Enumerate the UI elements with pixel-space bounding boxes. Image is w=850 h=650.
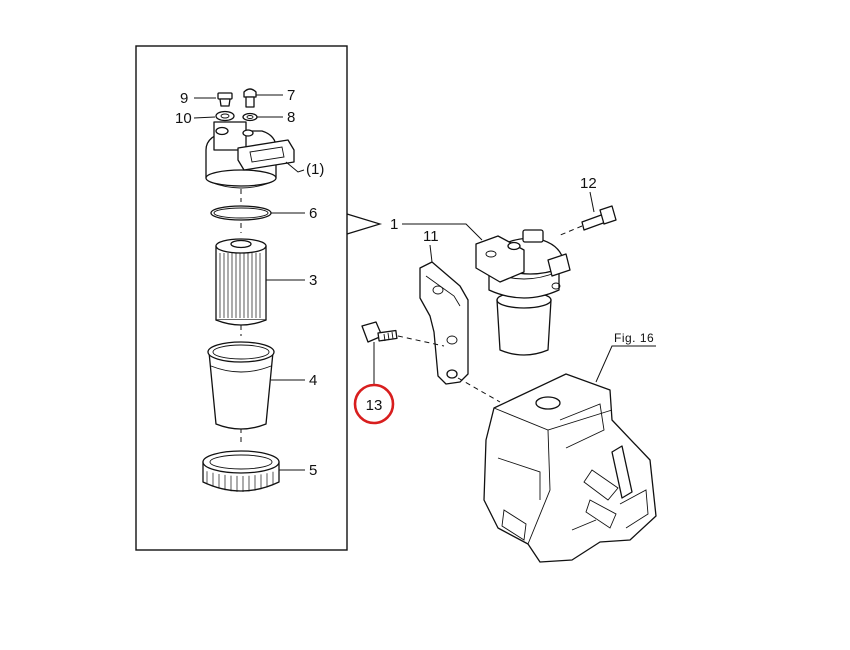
label-11: 11 bbox=[423, 228, 439, 245]
leader-10 bbox=[193, 116, 216, 119]
highlight-circle-13 bbox=[353, 383, 395, 425]
leader-12 bbox=[589, 191, 595, 213]
part-3-filter-element bbox=[215, 238, 267, 326]
label-5: 5 bbox=[309, 462, 317, 479]
exploded-view-frame bbox=[135, 45, 348, 551]
label-10: 10 bbox=[175, 110, 192, 127]
label-4: 4 bbox=[309, 372, 317, 389]
label-8: 8 bbox=[287, 109, 295, 126]
part-12-bolt bbox=[557, 205, 617, 237]
part-7-bolt bbox=[243, 88, 257, 108]
leader-fig bbox=[595, 345, 656, 383]
assembly-bracket-pointer bbox=[346, 213, 383, 235]
part-6-o-ring bbox=[210, 205, 272, 221]
leader-sub-1 bbox=[285, 161, 305, 173]
part-13-bolt bbox=[361, 321, 398, 343]
label-13: 13 bbox=[366, 397, 383, 414]
filter-pleats bbox=[219, 253, 261, 318]
label-sub-1: (1) bbox=[306, 161, 324, 178]
part-10-washer bbox=[215, 110, 235, 122]
nut-ridges bbox=[206, 471, 274, 492]
part-11-bracket bbox=[419, 261, 469, 385]
label-7: 7 bbox=[287, 87, 295, 104]
part-8-washer bbox=[242, 112, 258, 122]
label-6: 6 bbox=[309, 205, 317, 222]
filter-head-sub-1 bbox=[205, 121, 295, 189]
mount-line-1 bbox=[397, 335, 445, 347]
label-3: 3 bbox=[309, 272, 317, 289]
label-9: 9 bbox=[180, 90, 188, 107]
part-5-ring-nut bbox=[202, 450, 280, 492]
label-fig-16: Fig. 16 bbox=[614, 331, 654, 345]
part-9-plug bbox=[217, 92, 233, 107]
assembled-fuel-filter bbox=[475, 229, 571, 356]
leader-11 bbox=[429, 244, 433, 263]
engine-block bbox=[483, 373, 657, 563]
mount-line-2 bbox=[457, 377, 501, 403]
leader-1 bbox=[402, 223, 483, 241]
label-12: 12 bbox=[580, 175, 597, 192]
label-1: 1 bbox=[390, 216, 398, 233]
part-4-filter-cup bbox=[207, 341, 275, 430]
